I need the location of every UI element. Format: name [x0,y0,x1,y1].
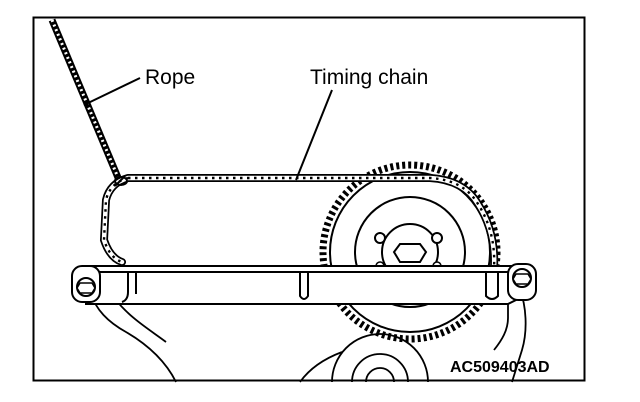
right-bolt-boss [507,263,537,301]
left-bolt-boss [71,265,101,303]
rope-knot [114,175,128,187]
figure-code: AC509403AD [450,359,550,376]
rope [48,18,123,182]
figure-frame [32,16,586,382]
timing-chain [99,174,499,272]
crankshaft-sprocket [331,333,429,383]
rope-label: Rope [145,66,195,89]
rope-leader-line [85,77,141,105]
chain-case [85,265,517,305]
case-rib [121,272,129,303]
sprocket-bolt-head [392,243,428,263]
timing-chain-leader-line [295,89,333,181]
timing-chain-label: Timing chain [310,66,428,89]
